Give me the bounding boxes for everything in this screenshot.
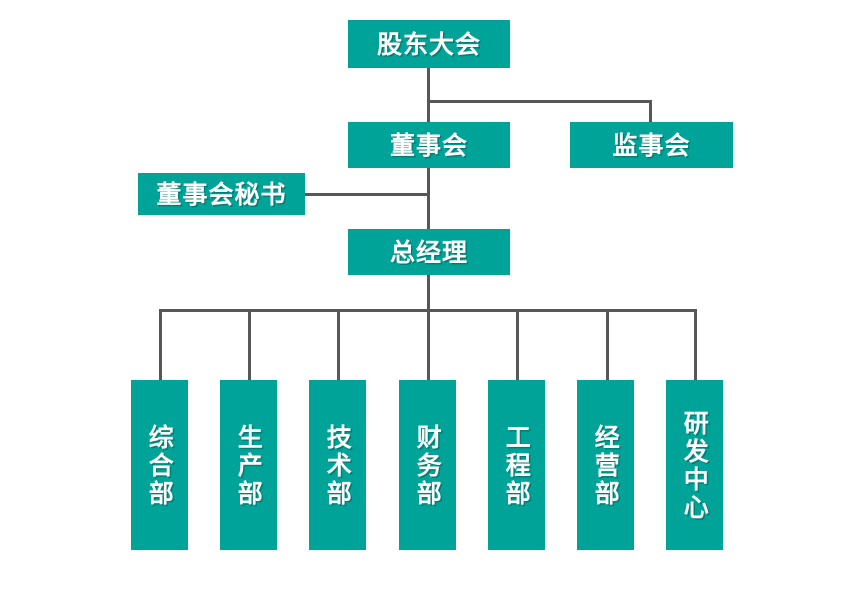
node-department-comprehensive[interactable]: 综合部 <box>131 380 188 550</box>
node-general-manager[interactable]: 总经理 <box>348 229 510 275</box>
connector-drop-1 <box>159 309 162 380</box>
connector-drop-4 <box>427 309 430 380</box>
connector-bus-top <box>427 100 652 103</box>
node-department-finance[interactable]: 财务部 <box>399 380 456 550</box>
node-shareholders-meeting[interactable]: 股东大会 <box>348 20 510 68</box>
connector-drop-6 <box>606 309 609 380</box>
node-board-of-directors[interactable]: 董事会 <box>348 122 510 168</box>
connector-to-supervisors <box>649 100 652 122</box>
connector-drop-3 <box>337 309 340 380</box>
node-department-engineering[interactable]: 工程部 <box>488 380 545 550</box>
node-department-operations[interactable]: 经营部 <box>577 380 634 550</box>
connector-to-board <box>427 100 430 122</box>
connector-drop-2 <box>248 309 251 380</box>
connector-drop-5 <box>516 309 519 380</box>
connector-shareholders-down <box>427 68 430 102</box>
node-board-secretary[interactable]: 董事会秘书 <box>138 173 305 215</box>
connector-gm-down <box>427 275 430 312</box>
connector-board-to-gm <box>427 168 430 229</box>
node-department-rnd-center[interactable]: 研发中心 <box>666 380 723 550</box>
node-board-of-supervisors[interactable]: 监事会 <box>570 122 733 168</box>
node-department-technology[interactable]: 技术部 <box>309 380 366 550</box>
connector-secretary <box>305 193 429 196</box>
connector-drop-7 <box>694 309 697 380</box>
node-department-production[interactable]: 生产部 <box>220 380 277 550</box>
